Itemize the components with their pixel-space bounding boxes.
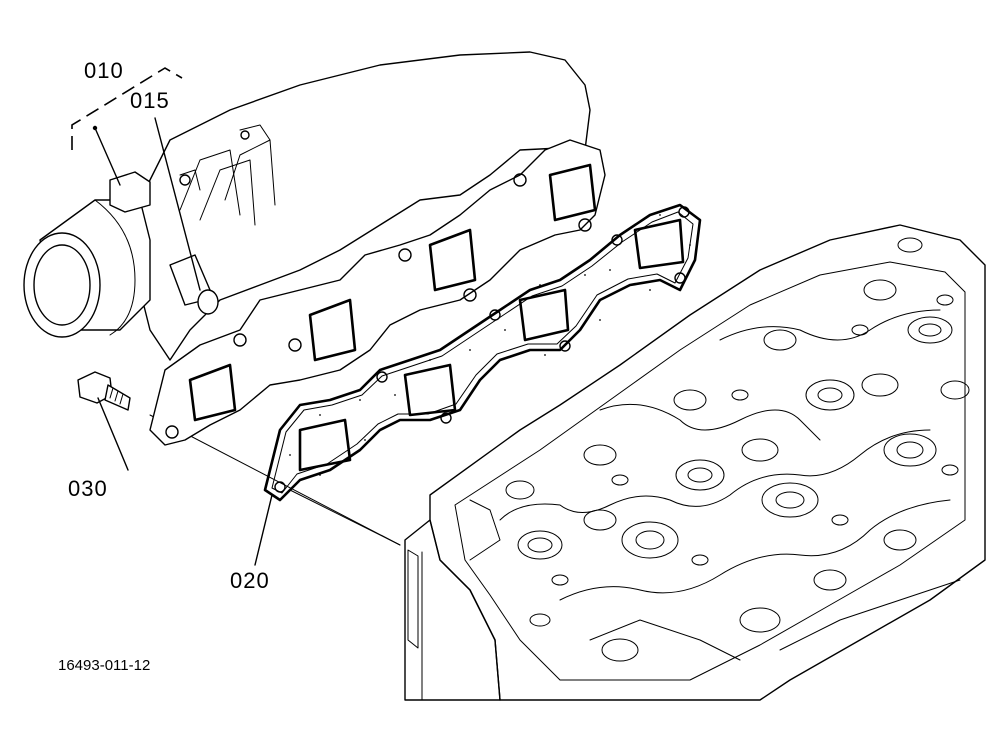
figure-id: 16493-011-12 — [58, 657, 151, 674]
callout-030: 030 — [68, 476, 108, 501]
cylinder-head — [404, 224, 986, 701]
callout-010: 010 — [84, 58, 124, 83]
callout-020: 020 — [230, 568, 270, 593]
exhaust-manifold-gasket — [263, 203, 702, 502]
exhaust-manifold — [23, 51, 606, 446]
callout-leaders — [71, 67, 273, 566]
stud-bolt — [77, 371, 131, 411]
callout-015: 015 — [130, 88, 170, 113]
